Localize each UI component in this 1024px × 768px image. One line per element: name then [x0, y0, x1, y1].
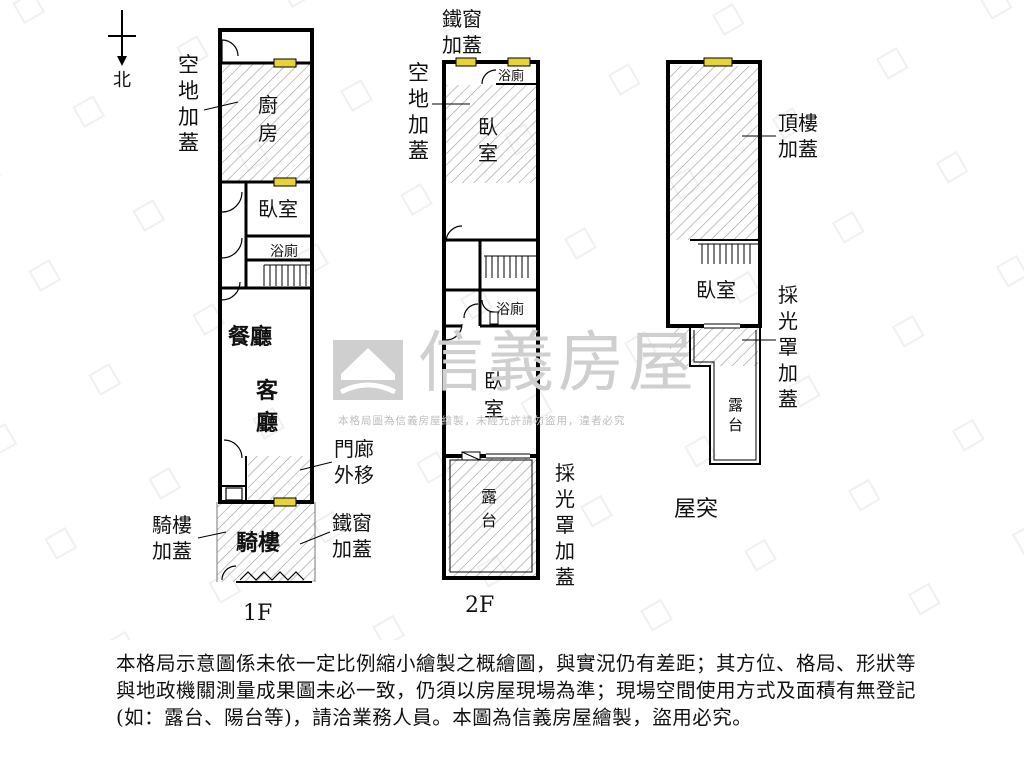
open-space-ext-1f-4: 蓋 — [178, 131, 199, 155]
skylight-hatch-roof — [670, 326, 758, 366]
skylight-ext-2f-1: 採 — [555, 461, 575, 485]
kitchen-ext-hatch — [222, 63, 310, 181]
dining-label: 餐廳 — [228, 324, 272, 350]
floor-label-2f: 2F — [465, 593, 494, 618]
skylight-ext-roof-2: 光 — [778, 309, 798, 333]
skylight-ext-2f-5: 蓋 — [555, 565, 575, 589]
brand-logo-icon — [333, 340, 403, 400]
terrace-label-2f-1: 露 — [481, 487, 497, 506]
open-space-ext-1f-1: 空 — [178, 53, 199, 77]
bedroom-mid-label-2f-2: 室 — [484, 397, 504, 421]
terrace-label-2f-2: 台 — [481, 511, 497, 530]
open-space-ext-2f-1: 空 — [408, 61, 429, 85]
rooftop-ext-1: 頂樓 — [778, 111, 818, 135]
skylight-ext-roof-4: 加 — [778, 361, 798, 385]
arcade-label: 騎樓 — [236, 530, 280, 556]
bedroom-ext-hatch-2f — [446, 85, 536, 183]
floor-plan-1f: 廚 房 臥室 浴廁 餐廳 客 廳 騎樓 空 地 加 蓋 門廊 外移 騎樓 加蓋 … — [152, 28, 374, 626]
rooftop-ext-hatch — [670, 66, 758, 240]
north-compass: 北 — [108, 10, 136, 91]
open-space-ext-2f-3: 加 — [408, 113, 429, 137]
bathroom-top-label-2f: 浴廁 — [498, 68, 524, 84]
skylight-ext-roof-5: 蓋 — [778, 387, 798, 411]
watermark-brand: 信義房屋 — [418, 324, 698, 401]
bedroom-top-label-2f-2: 室 — [478, 141, 498, 165]
open-space-ext-2f-4: 蓋 — [408, 139, 429, 163]
iron-window-ext-1f-2: 加蓋 — [332, 537, 372, 561]
bedroom-mid-label-2f-1: 臥 — [484, 369, 504, 393]
bathroom-mid-label-2f: 浴廁 — [496, 301, 524, 318]
iron-window-ext-1f-1: 鐵窗 — [332, 511, 372, 535]
terrace-label-roof-1: 露 — [728, 396, 743, 414]
rooftop-ext-2: 加蓋 — [778, 137, 818, 161]
terrace-label-roof-2: 台 — [728, 416, 743, 434]
floor-label-1f: 1F — [243, 601, 272, 626]
terrace-hatch-2f — [448, 458, 536, 576]
living-label-2: 廳 — [256, 410, 278, 436]
skylight-ext-2f-4: 加 — [555, 539, 575, 563]
watermark-notice: 本格局圖為信義房屋繪製，未經允許請勿盜用，違者必究 — [338, 415, 626, 427]
open-space-ext-1f-3: 加 — [178, 105, 199, 129]
arcade-ext-2: 加蓋 — [152, 539, 192, 563]
arcade-hatch — [217, 502, 315, 582]
skylight-ext-roof-3: 罩 — [778, 335, 798, 359]
bedroom-label-roof: 臥室 — [696, 278, 736, 302]
north-label: 北 — [113, 70, 131, 91]
floor-label-roof: 屋突 — [674, 497, 718, 522]
kitchen-label-1: 廚 — [258, 93, 278, 117]
bedroom-label-1f: 臥室 — [258, 197, 298, 221]
living-label-1: 客 — [256, 378, 279, 404]
bedroom-top-label-2f-1: 臥 — [478, 115, 498, 139]
skylight-ext-2f-2: 光 — [555, 487, 575, 511]
kitchen-label-2: 房 — [258, 121, 278, 145]
iron-window-ext-2f-2: 加蓋 — [442, 33, 482, 57]
arcade-ext-1: 騎樓 — [152, 513, 192, 537]
open-space-ext-2f-2: 地 — [408, 87, 429, 111]
open-space-ext-1f-2: 地 — [178, 79, 199, 103]
iron-window-ext-2f-1: 鐵窗 — [442, 7, 482, 31]
bathroom-label-1f: 浴廁 — [270, 243, 298, 260]
floor-plan-2f: 浴廁 臥 室 浴廁 臥 室 露 台 鐵窗 加蓋 空 地 加 蓋 採 光 罩 加 … — [408, 7, 575, 618]
floor-plan-roof: 臥室 露 台 頂樓 加蓋 採 光 罩 加 蓋 屋突 — [666, 57, 818, 522]
skylight-ext-2f-3: 罩 — [555, 513, 575, 537]
porch-moved-1: 門廊 — [334, 437, 374, 461]
porch-hatch — [248, 456, 310, 502]
porch-moved-2: 外移 — [334, 463, 374, 487]
disclaimer-text: 本格局示意圖係未依一定比例縮小繪製之概繪圖，與實況仍有差距；其方位、格局、形狀等… — [116, 652, 917, 729]
skylight-ext-roof-1: 採 — [778, 283, 798, 307]
